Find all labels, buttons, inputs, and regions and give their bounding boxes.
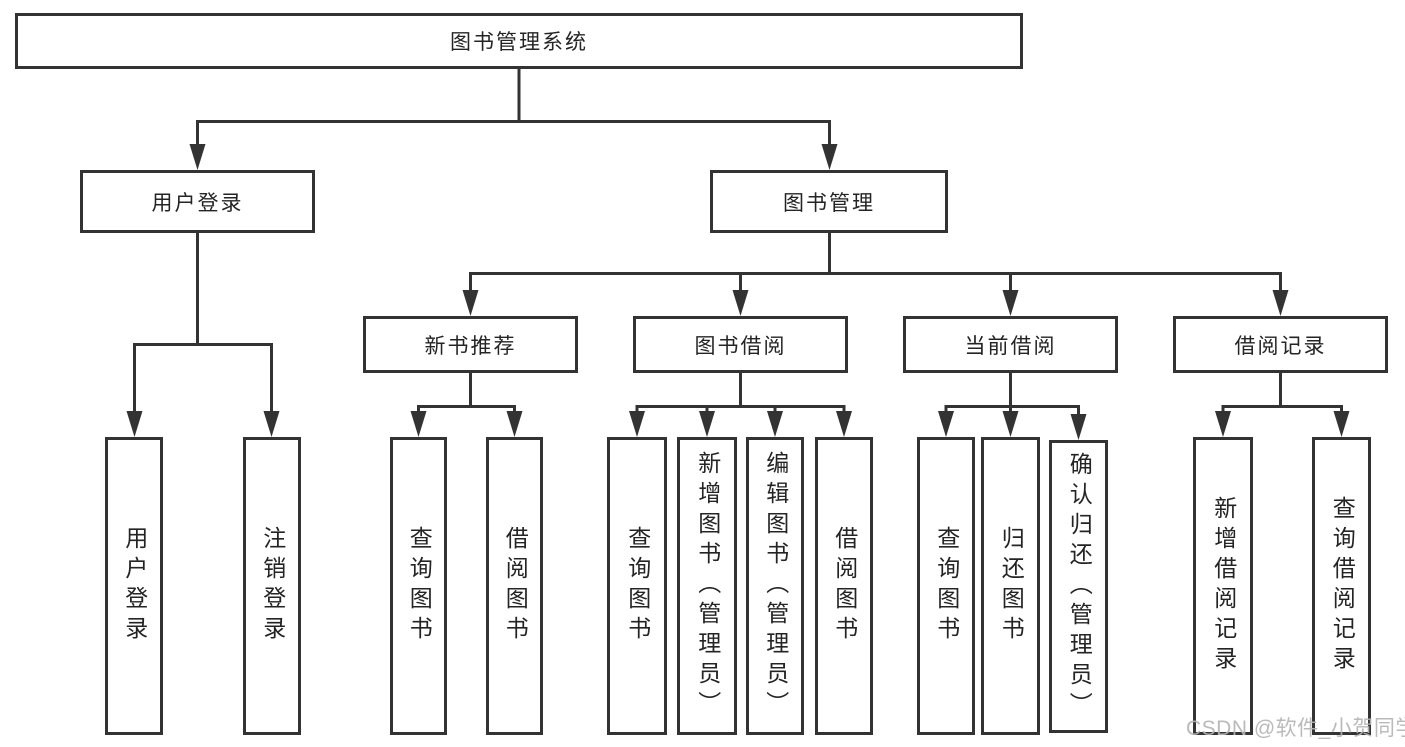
leaf-label: 查询图书 [933,526,960,646]
arrowhead [1002,290,1019,316]
leaf-label: 借阅图书 [831,526,858,646]
leaf-label: 编辑图书（管理员） [762,451,789,721]
arrowhead [189,144,206,170]
arrowhead [1215,411,1231,437]
leaf-query-books-recommend: 查询图书 [390,437,447,735]
arrowhead [462,290,479,316]
leaf-label: 确认归还（管理员） [1066,451,1093,722]
node-label: 新书推荐 [424,334,517,358]
leaf-label: 归还图书 [998,526,1025,646]
arrowhead [767,411,783,437]
arrowhead [1333,411,1350,437]
node-borrowing-records: 借阅记录 [1173,316,1388,373]
arrowhead [1272,290,1289,316]
arrowhead [938,411,954,437]
leaf-borrow-books-recommend: 借阅图书 [486,437,543,735]
node-book-borrowing: 图书借阅 [633,316,848,373]
watermark: CSDN @软件_小贺同学 [1186,717,1405,740]
arrowhead [1002,411,1019,437]
leaf-user-login: 用户登录 [105,437,163,735]
leaf-label: 查询图书 [624,526,651,646]
node-label: 用户登录 [151,191,244,215]
leaf-label: 注销登录 [259,526,286,646]
arrowhead [629,411,645,437]
node-label: 图书借阅 [694,334,787,358]
leaf-label: 查询借阅记录 [1329,496,1356,676]
node-label: 当前借阅 [964,334,1057,358]
connector-borrowing-records [1221,372,1343,413]
arrowhead [821,144,838,170]
node-label: 图书管理系统 [450,31,588,54]
leaf-query-borrow-record: 查询借阅记录 [1312,437,1371,735]
leaf-label: 新增图书（管理员） [694,451,721,721]
leaf-label: 用户登录 [121,526,148,646]
connector-book-management [469,232,1282,292]
leaf-logout: 注销登录 [243,437,301,735]
connector-user-login [133,232,273,413]
leaf-borrow-books-borrowing: 借阅图书 [815,437,873,735]
node-new-book-recommendation: 新书推荐 [363,316,578,373]
arrowhead [263,411,280,437]
node-current-borrowing: 当前借阅 [903,316,1118,373]
arrowhead [126,411,143,437]
node-book-management: 图书管理 [710,170,948,233]
leaf-edit-books-admin: 编辑图书（管理员） [746,437,804,735]
leaf-add-borrow-record: 新增借阅记录 [1193,437,1253,735]
connector-current-borrowing [944,372,1080,416]
arrowhead [506,411,523,437]
leaf-query-books-current: 查询图书 [917,437,975,735]
leaf-return-books: 归还图书 [981,437,1040,735]
connector-new-book [417,372,516,413]
leaf-add-books-admin: 新增图书（管理员） [677,437,737,735]
connector-root [196,69,831,146]
leaf-label: 新增借阅记录 [1210,496,1237,676]
leaf-confirm-return-admin: 确认归还（管理员） [1049,440,1108,733]
leaf-label: 查询图书 [406,526,433,646]
node-user-login: 用户登录 [80,170,315,233]
arrowhead [699,411,715,437]
node-label: 借阅记录 [1234,334,1327,358]
arrowhead [836,411,852,437]
arrowhead [410,411,427,437]
node-book-management-system: 图书管理系统 [15,13,1023,69]
connector-book-borrowing [635,372,846,413]
arrowhead [732,290,749,316]
node-label: 图书管理 [783,191,875,215]
leaf-label: 借阅图书 [502,526,529,646]
arrowhead [1070,414,1087,440]
leaf-query-books-borrowing: 查询图书 [607,437,667,735]
